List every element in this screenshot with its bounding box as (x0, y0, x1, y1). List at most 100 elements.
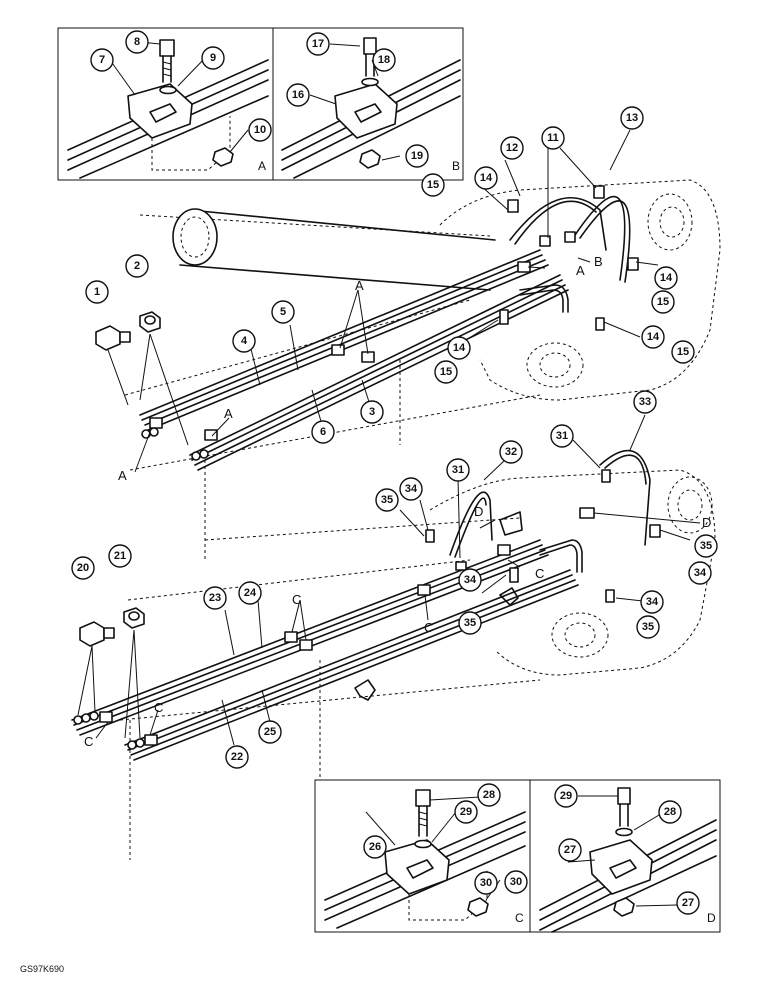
callout-number: 34 (405, 483, 418, 495)
panel-label-c: C (515, 911, 524, 925)
callout-circle (311, 420, 335, 444)
panel-label-d: D (707, 911, 716, 925)
callout-circle (654, 266, 678, 290)
detail-panel-a: A (57, 27, 274, 181)
callout-circle (554, 784, 578, 808)
callout-circle (504, 870, 528, 894)
callout-30: 30 (474, 871, 498, 895)
lower-boom-assembly (71, 449, 716, 860)
callout-circle (203, 586, 227, 610)
callout-circle (640, 590, 664, 614)
callout-circle (125, 30, 149, 54)
callout-15: 15 (671, 340, 695, 364)
callout-circle (90, 48, 114, 72)
callout-circle (248, 118, 272, 142)
callout-5: 5 (271, 300, 295, 324)
callout-circle (399, 477, 423, 501)
callout-number: 28 (483, 789, 495, 801)
callout-22: 22 (225, 745, 249, 769)
callout-number: 3 (369, 406, 375, 418)
callout-circle (694, 534, 718, 558)
callout-circle (474, 166, 498, 190)
callout-number: 32 (505, 446, 517, 458)
callout-circle (306, 32, 330, 56)
callout-7: 7 (90, 48, 114, 72)
callout-number: 24 (244, 587, 257, 599)
callout-number: 21 (114, 550, 126, 562)
callout-6: 6 (311, 420, 335, 444)
callout-circle (225, 745, 249, 769)
callout-34: 34 (399, 477, 423, 501)
callout-13: 13 (620, 106, 644, 130)
callout-28: 28 (477, 783, 501, 807)
callout-1: 1 (85, 280, 109, 304)
callout-circle (421, 173, 445, 197)
callout-number: 14 (660, 272, 673, 284)
callout-number: 14 (480, 172, 493, 184)
callout-circle (658, 800, 682, 824)
callout-number: 8 (134, 36, 140, 48)
callout-35: 35 (375, 488, 399, 512)
callout-19: 19 (405, 144, 429, 168)
callout-number: 20 (77, 562, 89, 574)
detail-panel-b: B (272, 27, 464, 181)
callout-35: 35 (458, 611, 482, 635)
clamp-marker-d: D (474, 504, 483, 519)
callout-number: 15 (440, 366, 452, 378)
clamp-marker-a: A (118, 468, 127, 483)
callout-number: 29 (560, 790, 572, 802)
callout-number: 14 (647, 331, 660, 343)
callout-17: 17 (306, 32, 330, 56)
callout-number: 1 (94, 286, 100, 298)
callout-number: 34 (694, 567, 707, 579)
detail-panel-c: C (314, 779, 531, 933)
callout-35: 35 (636, 615, 660, 639)
callout-number: 31 (556, 430, 568, 442)
callout-circle (405, 144, 429, 168)
drawing-code: GS97K690 (20, 964, 65, 974)
callout-number: 28 (664, 806, 676, 818)
callout-29: 29 (554, 784, 578, 808)
upper-boom-assembly (95, 179, 721, 560)
callout-circle (271, 300, 295, 324)
callout-27: 27 (676, 891, 700, 915)
callout-32: 32 (499, 440, 523, 464)
callout-circle (636, 615, 660, 639)
callout-number: 2 (134, 260, 140, 272)
callout-number: 34 (464, 574, 477, 586)
callout-23: 23 (203, 586, 227, 610)
callout-34: 34 (640, 590, 664, 614)
callout-14: 14 (641, 325, 665, 349)
callout-31: 31 (446, 458, 470, 482)
callout-24: 24 (238, 581, 262, 605)
callout-3: 3 (360, 400, 384, 424)
callout-circle (125, 254, 149, 278)
callout-18: 18 (372, 48, 396, 72)
callout-number: 23 (209, 592, 221, 604)
callout-16: 16 (286, 83, 310, 107)
callout-11: 11 (541, 126, 565, 150)
callout-8: 8 (125, 30, 149, 54)
callout-circle (258, 720, 282, 744)
callout-circle (458, 611, 482, 635)
callout-circle (447, 336, 471, 360)
callout-20: 20 (71, 556, 95, 580)
callout-number: 30 (480, 877, 492, 889)
callout-circle (541, 126, 565, 150)
clamp-marker-c: C (84, 734, 93, 749)
callout-number: 29 (460, 806, 472, 818)
callout-number: 35 (642, 621, 654, 633)
callout-number: 14 (453, 342, 466, 354)
callout-31: 31 (550, 424, 574, 448)
callout-number: 26 (369, 841, 381, 853)
clamp-marker-a: A (576, 263, 585, 278)
callout-number: 15 (677, 346, 689, 358)
clamp-marker-c: C (535, 566, 544, 581)
callout-30: 30 (504, 870, 528, 894)
callout-number: 17 (312, 38, 324, 50)
callout-number: 11 (547, 132, 559, 144)
detail-panel-d: D (529, 779, 721, 933)
